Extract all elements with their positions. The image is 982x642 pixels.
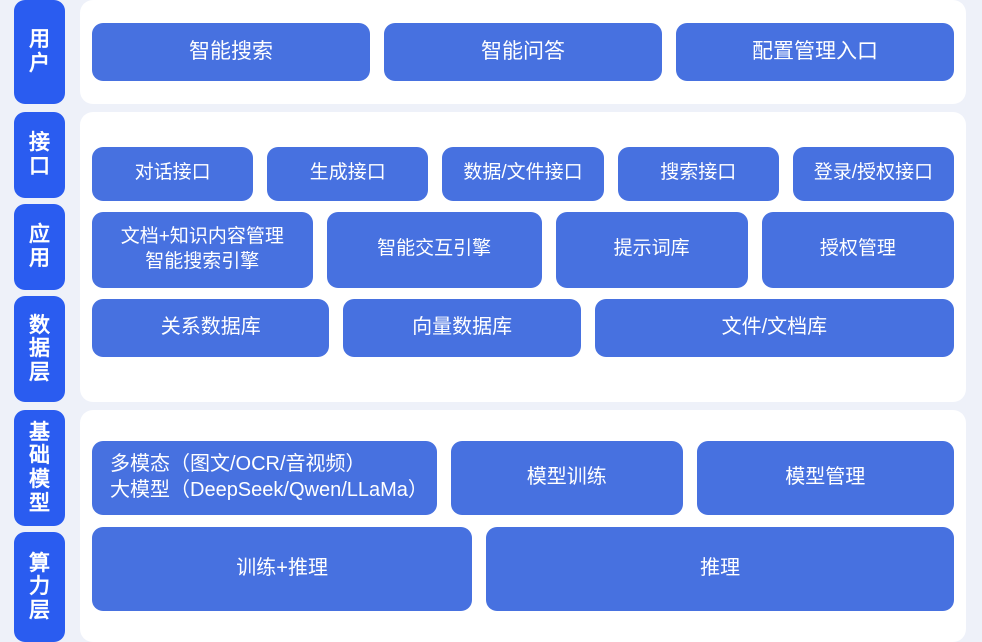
row-application-layer: 文档+知识内容管理 智能搜索引擎 智能交互引擎 提示词库 授权管理: [92, 211, 954, 288]
panel-platform: 对话接口 生成接口 数据/文件接口 搜索接口 登录/授权接口 文档+知识内容管理…: [80, 112, 966, 402]
panel-user: 智能搜索 智能问答 配置管理入口: [80, 0, 966, 104]
box-smart-qa[interactable]: 智能问答: [384, 23, 662, 81]
panel-infrastructure: 多模态（图文/OCR/音视频） 大模型（DeepSeek/Qwen/LLaMa）…: [80, 410, 966, 642]
section-infrastructure: 基础模型 算力层 多模态（图文/OCR/音视频） 大模型（DeepSeek/Qw…: [0, 410, 982, 642]
box-generation-api[interactable]: 生成接口: [267, 146, 429, 201]
box-prompt-library[interactable]: 提示词库: [555, 211, 748, 288]
box-authorization-management[interactable]: 授权管理: [761, 211, 954, 288]
tab-column-infrastructure: 基础模型 算力层: [14, 410, 65, 642]
layer-tab-data-label: 数据层: [29, 313, 50, 384]
layer-tab-interface-label: 接口: [29, 131, 50, 178]
box-file-document-store[interactable]: 文件/文档库: [594, 298, 954, 357]
box-smart-interaction-engine[interactable]: 智能交互引擎: [326, 211, 542, 288]
layer-tab-user-label: 用户: [29, 28, 50, 75]
layer-tab-compute-label: 算力层: [29, 551, 50, 622]
box-training-plus-inference[interactable]: 训练+推理: [92, 527, 473, 611]
box-config-management-entry[interactable]: 配置管理入口: [676, 23, 954, 81]
layer-tab-compute[interactable]: 算力层: [14, 532, 65, 642]
tab-column-user: 用户: [14, 0, 65, 104]
layer-tab-data[interactable]: 数据层: [14, 296, 65, 402]
layer-tab-foundation-model[interactable]: 基础模型: [14, 410, 65, 526]
box-vector-database[interactable]: 向量数据库: [343, 298, 581, 357]
box-inference[interactable]: 推理: [486, 527, 954, 611]
box-doc-knowledge-management[interactable]: 文档+知识内容管理 智能搜索引擎: [92, 211, 313, 288]
box-model-management[interactable]: 模型管理: [696, 441, 954, 515]
box-dialog-api[interactable]: 对话接口: [92, 146, 254, 201]
row-data-layer: 关系数据库 向量数据库 文件/文档库: [92, 298, 954, 357]
section-user: 用户 智能搜索 智能问答 配置管理入口: [0, 0, 982, 104]
layer-tab-foundation-model-label: 基础模型: [29, 420, 50, 515]
box-multimodal-large-model[interactable]: 多模态（图文/OCR/音视频） 大模型（DeepSeek/Qwen/LLaMa）: [92, 441, 438, 515]
box-search-api[interactable]: 搜索接口: [617, 146, 779, 201]
box-model-training[interactable]: 模型训练: [451, 441, 683, 515]
row-user-entries: 智能搜索 智能问答 配置管理入口: [92, 23, 954, 81]
layer-tab-user[interactable]: 用户: [14, 0, 65, 104]
tab-column-platform: 接口 应用 数据层: [14, 112, 65, 402]
box-data-file-api[interactable]: 数据/文件接口: [442, 146, 604, 201]
row-interface-layer: 对话接口 生成接口 数据/文件接口 搜索接口 登录/授权接口: [92, 146, 955, 201]
layer-tab-interface[interactable]: 接口: [14, 112, 65, 198]
box-login-auth-api[interactable]: 登录/授权接口: [792, 146, 955, 201]
row-compute-layer: 训练+推理 推理: [92, 527, 954, 611]
row-model-layer: 多模态（图文/OCR/音视频） 大模型（DeepSeek/Qwen/LLaMa）…: [92, 441, 954, 515]
layer-tab-application[interactable]: 应用: [14, 204, 65, 290]
box-relational-database[interactable]: 关系数据库: [92, 298, 330, 357]
layer-tab-application-label: 应用: [29, 223, 50, 270]
box-smart-search[interactable]: 智能搜索: [92, 23, 370, 81]
section-platform: 接口 应用 数据层 对话接口 生成接口 数据/文件接口 搜索接口 登录/授权接口…: [0, 112, 982, 402]
